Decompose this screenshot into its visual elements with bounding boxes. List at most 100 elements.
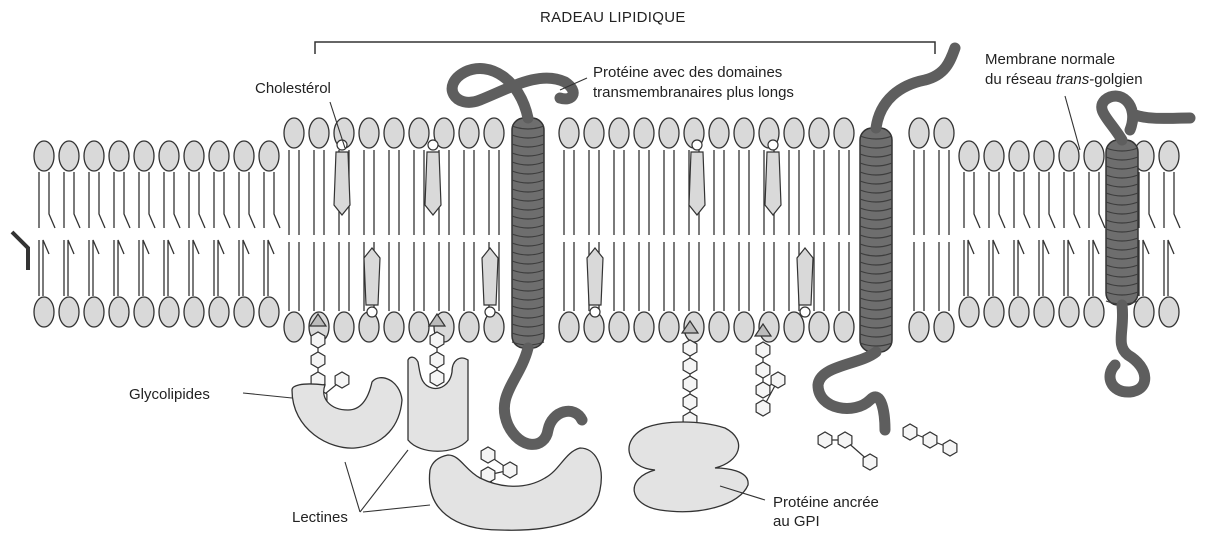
lipid-head-bottom	[959, 297, 979, 327]
lectin-left	[292, 378, 402, 448]
protein-loop	[504, 348, 582, 444]
lipid-head-bottom	[159, 297, 179, 327]
lipid-head-bottom	[84, 297, 104, 327]
sugar-hexagon	[683, 376, 697, 392]
sugar-hexagon	[430, 352, 444, 368]
normal-membrane-label-2: du réseau trans-golgien	[985, 70, 1143, 89]
protein-loop	[452, 69, 573, 118]
lipid-tail	[68, 240, 74, 296]
normal-label-suffix: -golgien	[1089, 71, 1142, 88]
lipid-head-bottom	[734, 312, 754, 342]
lipid-tail	[1099, 172, 1105, 228]
long-protein-label-2: transmembranaires plus longs	[593, 83, 794, 102]
lipid-head-top	[784, 118, 804, 148]
lipid-head-top	[109, 141, 129, 171]
gpi-protein-label-2: au GPI	[773, 512, 820, 531]
lipid-head-top	[1059, 141, 1079, 171]
lipid-head-top	[559, 118, 579, 148]
sugar-hexagon	[430, 332, 444, 348]
lectines-label: Lectines	[292, 508, 348, 527]
lipid-head-top	[584, 118, 604, 148]
lipid-tail	[193, 240, 199, 296]
cholesterol-head	[768, 140, 778, 150]
cholesterol-body	[334, 152, 350, 215]
lipid-head-bottom	[109, 297, 129, 327]
cholesterol-body	[482, 248, 498, 305]
lipid-tail	[218, 240, 224, 296]
lipid-tail	[124, 172, 130, 228]
cholesterol-head	[692, 140, 702, 150]
lipid-head-bottom	[409, 312, 429, 342]
sugar-hexagon	[683, 340, 697, 356]
sugar-hexagon	[683, 358, 697, 374]
lipid-head-top	[809, 118, 829, 148]
lipid-tail	[143, 240, 149, 296]
lipid-head-bottom	[234, 297, 254, 327]
sugar-hexagon	[756, 342, 770, 358]
lipid-head-top	[609, 118, 629, 148]
lipid-head-top	[1159, 141, 1179, 171]
lipid-head-bottom	[934, 312, 954, 342]
lipid-head-top	[284, 118, 304, 148]
lipid-head-bottom	[284, 312, 304, 342]
lipid-head-top	[834, 118, 854, 148]
sugar-hexagon	[756, 382, 770, 398]
lipid-tail	[99, 172, 105, 228]
sugar-hexagon	[311, 332, 325, 348]
lipid-head-top	[309, 118, 329, 148]
sugar-hexagon	[756, 362, 770, 378]
lipid-tail	[243, 240, 249, 296]
lipid-tail	[1024, 172, 1030, 228]
lipid-head-top	[234, 141, 254, 171]
lipid-head-top	[209, 141, 229, 171]
leader-line	[243, 393, 292, 398]
lipid-head-bottom	[1059, 297, 1079, 327]
lectin-bottom	[429, 448, 601, 530]
glycolipides-label: Glycolipides	[129, 385, 210, 404]
lipid-head-top	[934, 118, 954, 148]
lipid-tail	[93, 240, 99, 296]
gpi-protein-label-1: Protéine ancrée	[773, 493, 879, 512]
lipid-head-top	[634, 118, 654, 148]
lipid-head-top	[134, 141, 154, 171]
lipid-head-top	[84, 141, 104, 171]
lipid-tail	[1018, 240, 1024, 296]
lipid-head-top	[909, 118, 929, 148]
lipid-head-top	[34, 141, 54, 171]
lipid-tail	[268, 240, 274, 296]
normal-label-italic: trans	[1056, 71, 1089, 88]
lipid-tail	[118, 240, 124, 296]
raft-bracket	[315, 42, 935, 54]
lipid-head-bottom	[1009, 297, 1029, 327]
lipid-head-bottom	[634, 312, 654, 342]
lipid-tail	[1049, 172, 1055, 228]
lipid-head-top	[459, 118, 479, 148]
lipid-head-bottom	[809, 312, 829, 342]
normal-membrane-label-1: Membrane normale	[985, 50, 1115, 69]
lipid-head-top	[959, 141, 979, 171]
lipid-tail	[12, 232, 28, 270]
lipid-tail	[974, 172, 980, 228]
lipid-head-bottom	[59, 297, 79, 327]
lipid-tail	[1068, 240, 1074, 296]
lipid-head-bottom	[659, 312, 679, 342]
lipid-tail	[274, 172, 280, 228]
lipid-tail	[74, 172, 80, 228]
cholesterol-head	[367, 307, 377, 317]
lipid-head-bottom	[609, 312, 629, 342]
sugar-hexagon	[683, 394, 697, 410]
cholesterol-head	[337, 140, 347, 150]
lipid-head-bottom	[209, 297, 229, 327]
lipid-tail	[1074, 172, 1080, 228]
lipid-head-bottom	[334, 312, 354, 342]
lipid-tail	[1143, 240, 1149, 296]
long-protein-label-1: Protéine avec des domaines	[593, 63, 782, 82]
cholesterol-body	[689, 152, 705, 215]
protein-loop	[876, 48, 955, 128]
lipid-head-bottom	[834, 312, 854, 342]
cholesterol-body	[587, 248, 603, 305]
lipid-head-top	[409, 118, 429, 148]
sugar-hexagon	[311, 352, 325, 368]
lipid-tail	[224, 172, 230, 228]
protein-loop	[1102, 96, 1190, 140]
